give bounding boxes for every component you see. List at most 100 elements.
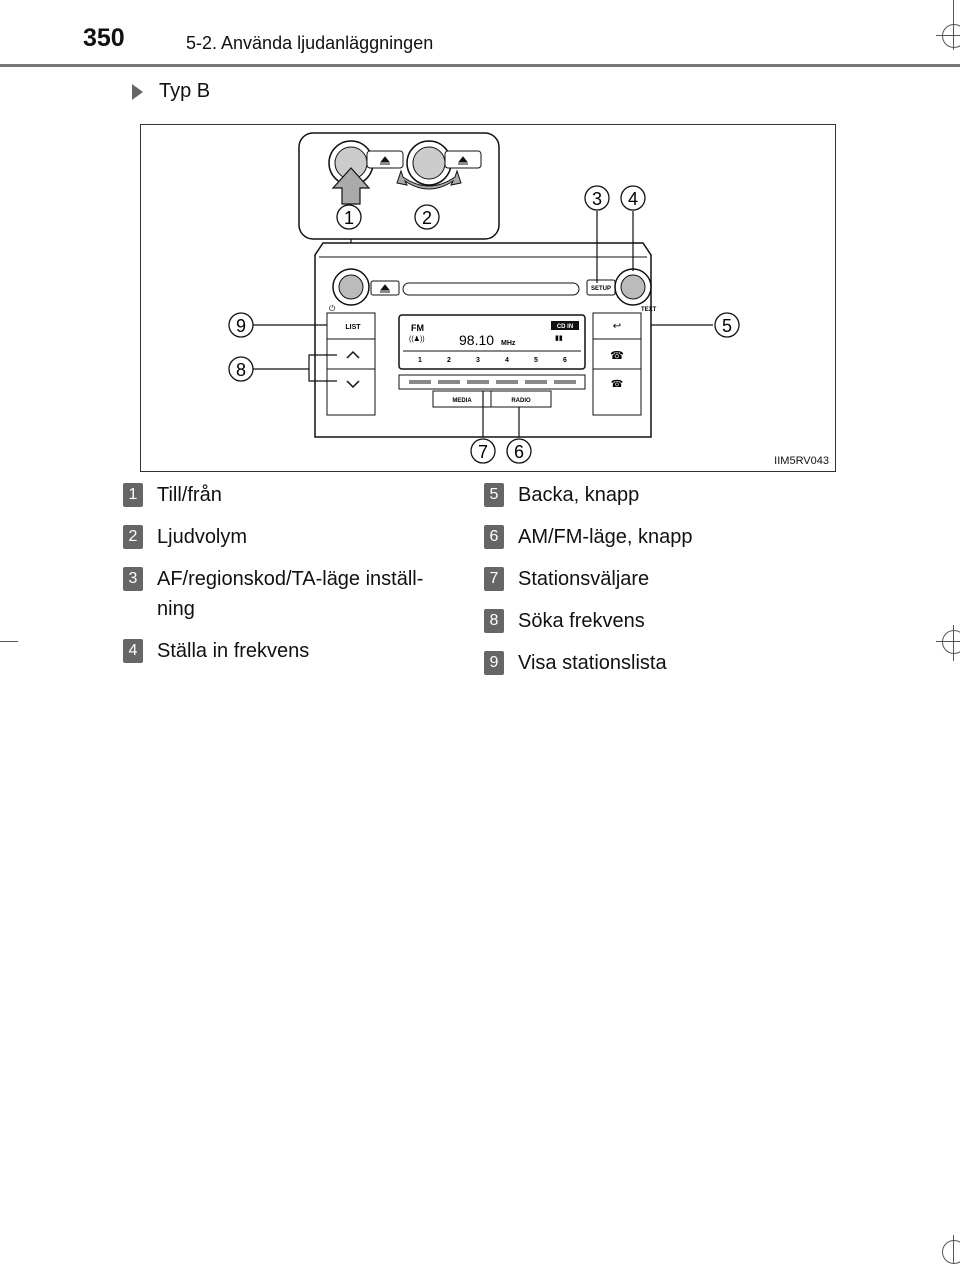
display-frequency: 98.10 [459, 332, 494, 348]
audio-panel-figure: 1 2 ⏻ SETUP TEXT LIST ↩ ☎ [140, 124, 836, 472]
callout-3-label: 3 [592, 189, 602, 209]
text-label: TEXT [641, 307, 657, 313]
crop-circle-bottom-right [942, 1240, 960, 1264]
left-button-column [326, 312, 376, 416]
preset-button [409, 380, 431, 384]
callout-circle [714, 312, 740, 338]
legend-text: Söka frekvens [518, 610, 645, 632]
preset-button [525, 380, 547, 384]
preset-button-marks [409, 380, 576, 384]
media-radio-buttons [432, 390, 552, 408]
legend-text: AM/FM-läge, knapp [518, 526, 693, 548]
header-rule [0, 64, 960, 67]
callout-4-label: 4 [628, 189, 638, 209]
subheading: Typ B [132, 80, 210, 103]
preset-numbers: 1 2 3 4 5 6 [418, 357, 567, 364]
callout-circle [414, 204, 440, 230]
inset-knob-rotate [406, 140, 482, 186]
legend-text: Till/från [157, 484, 222, 506]
media-label: MEDIA [452, 398, 472, 404]
leader-line [308, 354, 337, 369]
knob-center [338, 274, 364, 300]
callout-1-label: 1 [344, 208, 354, 228]
crop-circle-top-right [942, 24, 960, 48]
preset-1: 1 [418, 357, 422, 364]
callout-circle [228, 312, 254, 338]
legend-text: Ställa in frekvens [157, 640, 310, 662]
callout-circle [228, 356, 254, 382]
broadcast-icon: ((♟)) [409, 335, 425, 343]
phone-pickup-icon: ☎ [610, 350, 624, 362]
legend-item: 8 Söka frekvens [484, 606, 814, 636]
legend-text: Visa stationslista [518, 652, 667, 674]
chevron-up-icon [346, 350, 360, 359]
preset-button [554, 380, 576, 384]
signal-icon: ▮▮ [555, 335, 563, 342]
legend-item: 9 Visa stationslista [484, 648, 814, 678]
legend-number: 1 [123, 483, 143, 507]
callout-circle [584, 185, 610, 211]
audio-panel-illustration: 1 2 ⏻ SETUP TEXT LIST ↩ ☎ [228, 132, 740, 464]
legend-item: 6 AM/FM-läge, knapp [484, 522, 814, 552]
callout-9-label: 9 [236, 316, 246, 336]
callout-7-label: 7 [478, 442, 488, 462]
legend-number: 9 [484, 651, 504, 675]
source-badge [551, 321, 579, 330]
legend-number: 3 [123, 567, 143, 591]
legend-number: 5 [484, 483, 504, 507]
legend-item: 7 Stationsväljare [484, 564, 814, 594]
subheading-text: Typ B [159, 80, 211, 102]
chevron-down-icon [346, 380, 360, 389]
preset-5: 5 [534, 357, 538, 364]
legend-number: 2 [123, 525, 143, 549]
list-label: LIST [345, 324, 361, 331]
legend-text: AF/regionskod/TA-läge inställ-ning [157, 568, 424, 620]
callout-2-label: 2 [422, 208, 432, 228]
legend-number: 6 [484, 525, 504, 549]
legend-left: 1 Till/från 2 Ljudvolym 3 AF/regionskod/… [123, 480, 453, 678]
legend-number: 7 [484, 567, 504, 591]
right-button-column [592, 312, 642, 416]
inset-box [298, 132, 500, 240]
preset-4: 4 [505, 357, 509, 364]
display-unit: MHz [501, 340, 516, 347]
legend-text: Ljudvolym [157, 526, 248, 548]
callout-circle [470, 438, 496, 464]
callout-6-label: 6 [514, 442, 524, 462]
display-source: CD IN [557, 324, 573, 330]
preset-button [496, 380, 518, 384]
legend-number: 8 [484, 609, 504, 633]
legend-text: Stationsväljare [518, 568, 650, 590]
phone-hangup-icon: ☎ [611, 379, 623, 390]
crop-mark-mid-left [0, 641, 18, 642]
rotate-arrow-icon [396, 169, 462, 190]
power-icon: ⏻ [329, 304, 336, 313]
legend-item: 3 AF/regionskod/TA-läge inställ-ning [123, 564, 453, 624]
cd-slot [402, 282, 580, 296]
section-title: 5-2. Använda ljudanläggningen [186, 33, 434, 53]
triangle-bullet-icon [132, 83, 143, 100]
radio-label: RADIO [511, 398, 531, 404]
preset-button [438, 380, 460, 384]
preset-button-row [398, 374, 586, 390]
preset-3: 3 [476, 357, 480, 364]
knob-center [620, 274, 646, 300]
display-screen [398, 314, 586, 370]
preset-button [467, 380, 489, 384]
figure-code: IIM5RV043 [774, 455, 829, 467]
leader-lines [253, 211, 713, 437]
legend-number: 4 [123, 639, 143, 663]
inset-knob-press [328, 140, 404, 186]
crop-circle-mid-right [942, 630, 960, 654]
legend-item: 2 Ljudvolym [123, 522, 453, 552]
eject-icon [379, 156, 391, 165]
leader-line [253, 368, 337, 382]
callout-5-label: 5 [722, 316, 732, 336]
callout-circle [336, 204, 362, 230]
legend-item: 4 Ställa in frekvens [123, 636, 453, 666]
eject-icon [379, 284, 391, 293]
display-band: FM [411, 323, 424, 333]
callout-8-label: 8 [236, 360, 246, 380]
outer-callouts: 3 4 5 6 7 8 9 [228, 185, 740, 464]
callout-circle [506, 438, 532, 464]
